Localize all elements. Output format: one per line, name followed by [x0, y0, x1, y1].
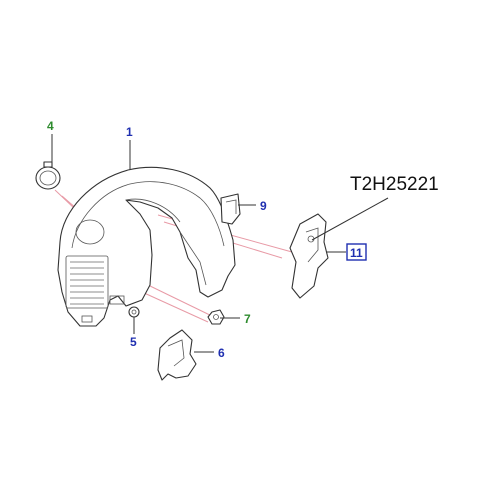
screw-fastener: [128, 306, 140, 318]
nut-fastener: [207, 309, 225, 325]
liner-grille-slots: [70, 261, 104, 305]
callout-6: 6: [218, 346, 225, 360]
callout-leaders: [51, 134, 389, 353]
retaining-clip: [220, 193, 241, 225]
grommet-plug: [35, 161, 61, 190]
liner-access-hole: [75, 219, 105, 245]
callout-5: 5: [130, 335, 137, 349]
callout-11: 11: [350, 246, 363, 260]
callout-1: 1: [126, 125, 133, 139]
splash-bracket: [289, 213, 329, 299]
callout-9: 9: [260, 199, 267, 213]
callout-7: 7: [244, 312, 251, 326]
callout-11-box: [346, 243, 367, 261]
callout-4: 4: [47, 119, 54, 133]
reference-leader: [311, 197, 389, 241]
diagram-reference-code: T2H25221: [350, 174, 439, 195]
leader-liner-to-nut: [147, 284, 217, 319]
leader-liner-to-nut-2: [141, 291, 209, 323]
wheel-arch-liner: [57, 166, 236, 327]
mounting-plate: [157, 329, 197, 381]
